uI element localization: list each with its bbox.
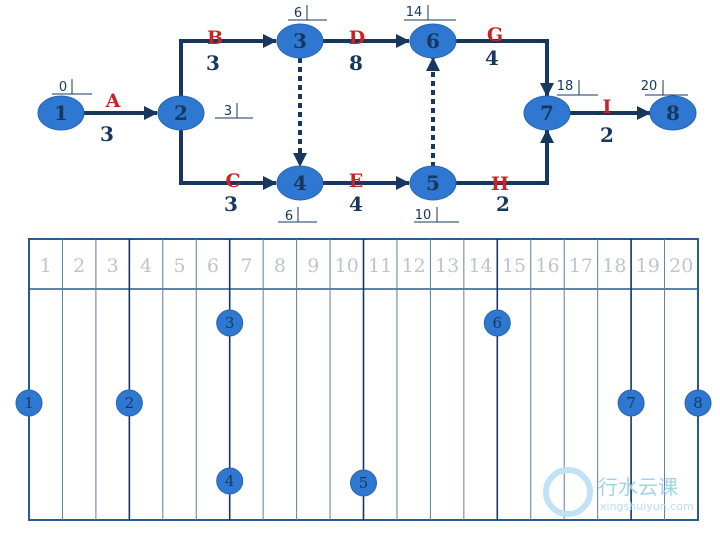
timeline-node-label: 3 [225, 314, 235, 332]
event-node-label: 8 [666, 101, 680, 125]
event-node-label: 1 [54, 101, 68, 125]
activity-label: H [491, 173, 509, 195]
activity-duration: 4 [485, 46, 499, 70]
timeline-header-label: 18 [602, 255, 626, 277]
timeline-header-label: 15 [502, 255, 526, 277]
event-node-8 [649, 95, 697, 131]
timeline-node-label: 6 [493, 314, 503, 332]
activity-duration: 2 [496, 192, 510, 216]
timeline-node-3 [216, 309, 244, 337]
watermark: 行水云课 xingshuiyun.com [543, 467, 694, 517]
timeline-header-label: 3 [107, 255, 119, 277]
timeline-header-label: 7 [240, 255, 252, 277]
event-node-6 [409, 23, 457, 59]
timeline-header-label: 20 [669, 255, 693, 277]
watermark-title: 行水云课 [598, 475, 678, 499]
activity-duration: 2 [600, 123, 614, 147]
activity-arrow-c [179, 129, 277, 190]
timeline-node-8 [684, 389, 712, 417]
timeline-node-label: 1 [24, 394, 34, 412]
timeline-node-label: 8 [693, 394, 703, 412]
timeline-node-7 [617, 389, 645, 417]
activity-label: B [207, 27, 223, 49]
event-node-4 [276, 165, 324, 201]
activity-label: E [349, 170, 363, 192]
timeline-header-label: 5 [173, 255, 185, 277]
timeline-header-label: 17 [569, 255, 593, 277]
event-node-label: 5 [426, 171, 440, 195]
activity-label: G [487, 24, 503, 46]
event-time-label: 3 [224, 104, 232, 119]
timeline-node-4 [216, 467, 244, 495]
timeline-header-label: 6 [207, 255, 219, 277]
event-time-label: 6 [285, 209, 293, 224]
activity-duration: 8 [349, 51, 363, 75]
timeline-header-label: 12 [402, 255, 426, 277]
activity-duration: 3 [100, 122, 114, 146]
timeline-node-label: 7 [626, 394, 636, 412]
timeline-node-label: 2 [125, 394, 135, 412]
event-time-label: 18 [557, 79, 574, 94]
activity-arrow-b [179, 34, 277, 97]
event-node-5 [409, 165, 457, 201]
event-time-label: 6 [294, 6, 302, 21]
timeline-node-label: 5 [359, 474, 369, 492]
activity-duration: 3 [206, 51, 220, 75]
timeline-header-label: 8 [274, 255, 286, 277]
watermark-logo-icon [543, 467, 593, 517]
timeline-header-label: 10 [335, 255, 359, 277]
activity-label: D [349, 27, 365, 49]
timeline-node-label: 4 [225, 472, 235, 490]
timeline-header-label: 11 [368, 255, 392, 277]
timeline-node-5 [350, 469, 377, 497]
timeline-node-6 [483, 309, 511, 337]
event-time-label: 0 [59, 80, 67, 95]
event-time-label: 14 [406, 5, 423, 20]
event-node-2 [157, 95, 205, 131]
activity-arrow-h [456, 129, 554, 185]
timeline-header-label: 9 [307, 255, 319, 277]
event-node-label: 2 [174, 101, 188, 125]
timeline-header-label: 2 [73, 255, 85, 277]
activity-arrow-g [456, 39, 554, 97]
event-node-label: 6 [426, 29, 440, 53]
event-node-3 [276, 23, 324, 59]
timeline-header-label: 13 [435, 255, 459, 277]
activity-label: A [105, 90, 121, 112]
timeline-header-label: 14 [468, 255, 492, 277]
timeline-header-label: 4 [140, 255, 152, 277]
event-time-label: 10 [415, 208, 432, 223]
timeline-header-label: 19 [636, 255, 660, 277]
watermark-url: xingshuiyun.com [600, 500, 694, 513]
activity-label: I [603, 96, 612, 118]
event-node-label: 4 [293, 171, 307, 195]
timeline-node-2 [115, 389, 143, 417]
event-node-7 [523, 95, 571, 131]
event-node-1 [37, 95, 85, 131]
timeline-node-1 [15, 389, 43, 417]
activity-duration: 4 [349, 192, 363, 216]
event-node-label: 7 [540, 101, 554, 125]
event-node-label: 3 [293, 29, 307, 53]
timeline-header-label: 16 [535, 255, 559, 277]
timeline-header-label: 1 [40, 255, 52, 277]
event-time-label: 20 [641, 79, 658, 94]
activity-label: C [225, 170, 240, 192]
activity-duration: 3 [224, 192, 238, 216]
